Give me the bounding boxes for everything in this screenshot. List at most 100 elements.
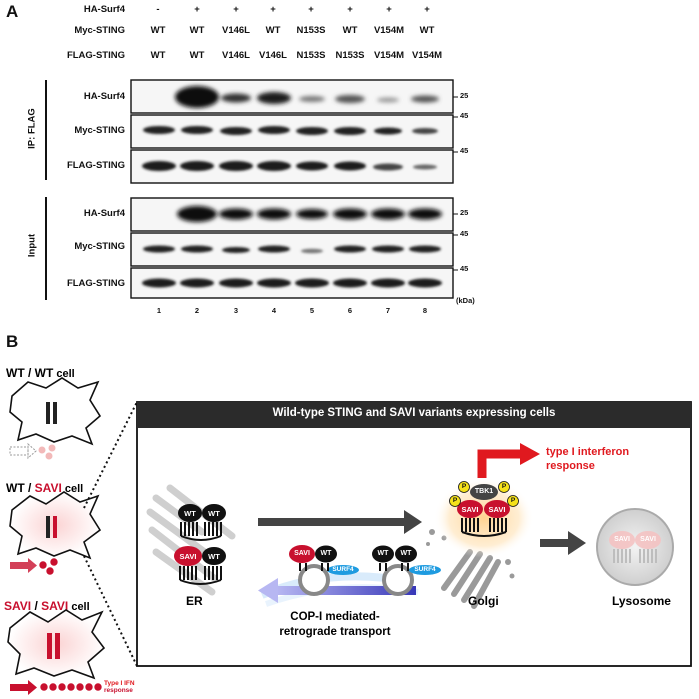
cell-suffix: cell — [61, 483, 84, 495]
lysosome-label: Lysosome — [612, 594, 671, 608]
band — [180, 161, 214, 171]
band — [258, 245, 290, 253]
protein-label-savi: SAVI — [461, 505, 479, 514]
band — [373, 163, 403, 171]
band — [180, 278, 214, 288]
phospho-label: P — [501, 483, 507, 490]
ifn-response-arrow — [477, 449, 522, 478]
phospho-label: P — [452, 497, 458, 504]
row-label: FLAG-STING — [66, 160, 125, 171]
header-value: WT — [150, 25, 166, 36]
zoom-line — [83, 555, 138, 667]
band — [409, 245, 441, 253]
protein-label-savi: SAVI — [488, 505, 506, 514]
protein-label-savi: SAVI — [179, 552, 197, 561]
protein-label-savi: SAVI — [614, 536, 630, 543]
band — [219, 278, 253, 288]
golgi-stack — [441, 549, 501, 609]
protein-label-savi: SAVI — [640, 536, 656, 543]
mw-label: 45 — [460, 146, 469, 155]
header-value: N153S — [335, 50, 365, 61]
band — [371, 278, 405, 288]
header-value: V146L — [259, 50, 287, 61]
band — [181, 126, 213, 134]
copi-vesicle-wt-wt — [372, 545, 441, 596]
savi-dimer-degraded — [635, 531, 661, 549]
phospho-site — [507, 495, 519, 507]
header-value: WT — [189, 25, 205, 36]
box-title: Wild-type STING and SAVI variants expres… — [272, 407, 556, 419]
western-blot-panel — [130, 79, 458, 299]
header-value: V154M — [411, 50, 443, 61]
mw-label: 45 — [460, 111, 469, 120]
lane-number: 6 — [347, 306, 353, 315]
header-value: WT — [150, 50, 166, 61]
phospho-site — [458, 481, 470, 493]
band — [413, 164, 437, 170]
ifn-note: Type I IFN response — [104, 680, 135, 694]
row-label: Myc-STING — [74, 125, 125, 136]
panel-letter-a: A — [6, 2, 19, 21]
band — [371, 208, 405, 220]
protein-label-wt: WT — [184, 509, 196, 518]
ifn-dot — [50, 558, 58, 566]
lane-number: 7 — [385, 306, 391, 315]
band — [408, 278, 442, 288]
band — [296, 127, 328, 135]
ifn-note-line: Type I IFN — [104, 680, 135, 687]
protein-label-wt: WT — [208, 509, 220, 518]
mw-label: 45 — [460, 264, 469, 273]
band — [296, 209, 328, 219]
copi-vesicle-savi-wt — [289, 545, 359, 596]
cell-suffix: cell — [68, 601, 90, 613]
band — [377, 97, 399, 103]
phospho-label: P — [510, 497, 516, 504]
ifn-dot — [76, 683, 84, 691]
band — [222, 247, 250, 253]
allele-wt: WT — [6, 481, 25, 495]
copi-transport-label: COP-I mediated- retrograde transport — [270, 610, 400, 640]
header-value: N153S — [296, 25, 326, 36]
band — [258, 126, 290, 134]
sting-dimer-savi-wt — [174, 546, 226, 585]
protein-label-wt: WT — [208, 552, 220, 561]
header-value: V154M — [373, 25, 405, 36]
cell-label-savi-savi: SAVI / SAVI cell — [4, 599, 90, 613]
er-to-golgi-arrow — [258, 518, 406, 526]
sting-allele — [46, 516, 50, 538]
header-value: - — [156, 4, 160, 15]
response-line: type I interferon — [546, 446, 630, 458]
surf4-label: SURF4 — [332, 566, 354, 573]
mw-label: 45 — [460, 229, 469, 238]
header-value: N153S — [296, 50, 326, 61]
row-label: FLAG-STING — [66, 278, 125, 289]
lane-number: 3 — [233, 306, 239, 315]
blot-strip-ip-myc — [130, 114, 454, 149]
band — [301, 248, 323, 254]
ifn-dot — [38, 446, 46, 454]
band — [220, 127, 252, 135]
band — [374, 127, 402, 135]
band — [219, 208, 253, 220]
band — [257, 208, 291, 220]
lysosome — [596, 508, 674, 586]
cell-suffix: cell — [53, 368, 75, 380]
header-value: + — [347, 4, 353, 15]
input-group-bracket — [45, 197, 47, 300]
response-label: type I interferon response — [546, 445, 629, 473]
response-line: response — [546, 460, 595, 472]
golgi-label: Golgi — [468, 594, 499, 608]
ifn-dot — [48, 444, 56, 452]
band — [143, 245, 175, 253]
cell-label-wt-savi: WT / SAVI cell — [6, 481, 83, 495]
separator: / — [24, 481, 35, 495]
retrograde-arrow — [276, 586, 416, 595]
separator: / — [31, 599, 42, 613]
header-value: + — [233, 4, 239, 15]
golgi-to-lysosome-arrow — [540, 539, 570, 547]
band — [257, 161, 291, 171]
lane-number: 5 — [309, 306, 315, 315]
band — [372, 245, 404, 253]
lane-number: 1 — [156, 306, 162, 315]
er-label: ER — [186, 594, 203, 608]
